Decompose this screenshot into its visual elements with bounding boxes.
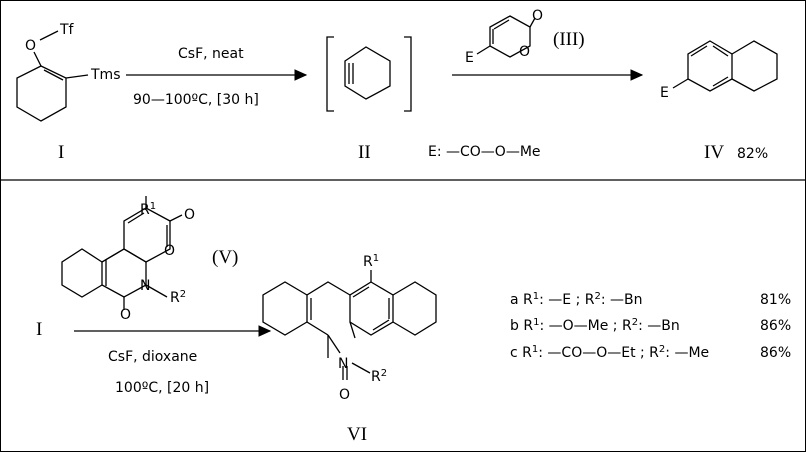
table-row-c: c R1: —CO—O—Et ; R2: —Me (510, 344, 709, 361)
compound-V-label: (V) (212, 247, 238, 268)
step1-conditions: 90—100ºC, [30 h] (133, 92, 259, 108)
VI-amide-oxygen: O (339, 387, 350, 403)
compound-IV-label: IV (704, 142, 724, 163)
table-yield-b: 86% (760, 318, 791, 334)
reaction-arrow-1 (126, 69, 308, 81)
pyrone-carbonyl-oxygen: O (532, 8, 543, 24)
V-ring-oxygen: O (164, 243, 175, 259)
compound-I-structure (16, 30, 89, 122)
product-ester-E: E (660, 85, 669, 101)
step3-reagents: CsF, dioxane (108, 349, 197, 365)
compound-III-label: (III) (553, 29, 585, 50)
reaction-arrow-2 (452, 69, 644, 81)
V-amide-oxygen: O (120, 307, 131, 323)
step1-reagents: CsF, neat (178, 46, 244, 62)
VI-R1-symbol: R1 (363, 253, 379, 270)
oxygen-label: O (25, 38, 36, 54)
compound-VI-label: VI (347, 424, 367, 445)
reaction-arrow-3 (74, 325, 272, 337)
compound-I-label: I (58, 142, 64, 163)
compound-I-second-label: I (36, 319, 42, 340)
compound-IV-yield: 82% (737, 146, 768, 162)
compound-V-structure (61, 196, 183, 310)
table-yield-a: 81% (760, 292, 791, 308)
compound-VI-structure (262, 270, 437, 380)
step3-conditions: 100ºC, [20 h] (115, 380, 209, 396)
table-yield-c: 86% (760, 345, 791, 361)
triflyl-label: Tf (59, 22, 75, 38)
compound-III-structure (476, 15, 536, 58)
tms-label: Tms (90, 67, 120, 83)
pyrone-ester-E: E (465, 50, 474, 66)
table-row-a: a R1: —E ; R2: —Bn (510, 291, 643, 308)
VI-nitrogen: N (338, 356, 348, 372)
V-R2-symbol: R2 (170, 289, 186, 306)
VI-R2-symbol: R2 (371, 368, 387, 385)
substituent-table: a R1: —E ; R2: —Bn 81% b R1: —O—Me ; R2:… (510, 291, 791, 361)
E-definition: E: —CO—O—Me (428, 144, 541, 160)
V-carbonyl-oxygen: O (184, 207, 195, 223)
pyrone-ring-oxygen: O (519, 44, 530, 60)
V-R1-symbol: R1 (140, 201, 156, 218)
V-nitrogen: N (140, 278, 150, 294)
table-row-b: b R1: —O—Me ; R2: —Bn (510, 317, 680, 334)
compound-II-label: II (358, 142, 371, 163)
compound-II-structure (326, 36, 412, 112)
compound-IV-structure (672, 40, 778, 92)
